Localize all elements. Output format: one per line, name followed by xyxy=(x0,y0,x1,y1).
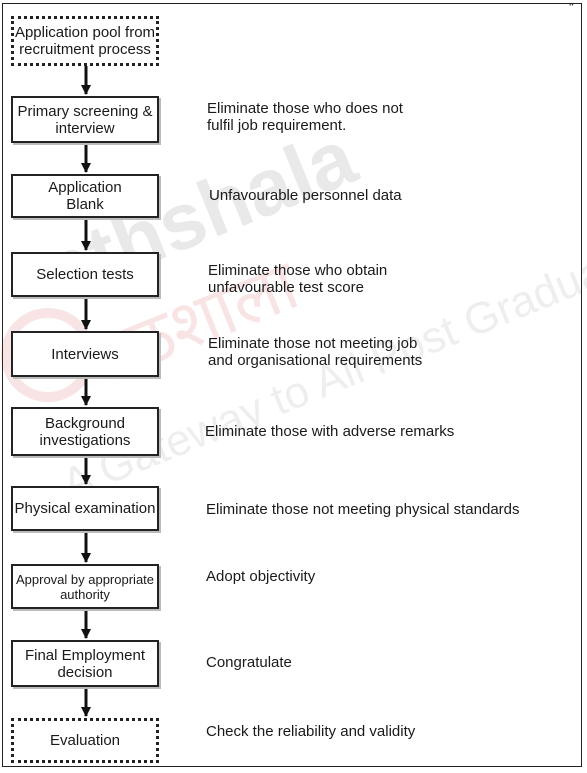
note-approval: Adopt objectivity xyxy=(206,568,316,585)
note-selection-tests: Eliminate those who obtain unfavourable … xyxy=(208,262,388,296)
step-box-primary-screening: Primary screening & interview xyxy=(11,96,159,143)
diagram-frame xyxy=(2,3,582,767)
step-box-application-pool: Application pool from recruitment proces… xyxy=(11,16,159,66)
step-box-final-employment-decision: Final Employment decision xyxy=(11,640,159,687)
note-background-investigations: Eliminate those with adverse remarks xyxy=(205,423,455,440)
step-box-background-investigations: Background investigations xyxy=(11,407,159,456)
step-box-physical-examination: Physical examination xyxy=(11,486,159,531)
note-final-employment-decision: Congratulate xyxy=(206,654,292,671)
quote-mark: “ xyxy=(569,1,574,13)
note-physical-examination: Eliminate those not meeting physical sta… xyxy=(206,501,520,518)
step-box-approval: Approval by appropriate authority xyxy=(11,564,159,609)
note-interviews: Eliminate those not meeting job and orga… xyxy=(208,335,423,369)
step-box-application-blank: Application Blank xyxy=(11,174,159,218)
step-box-selection-tests: Selection tests xyxy=(11,252,159,297)
note-primary-screening: Eliminate those who does not fulfil job … xyxy=(207,100,403,134)
note-evaluation: Check the reliability and validity xyxy=(206,723,416,740)
step-box-interviews: Interviews xyxy=(11,331,159,377)
step-box-evaluation: Evaluation xyxy=(11,718,159,763)
note-application-blank: Unfavourable personnel data xyxy=(209,187,402,204)
